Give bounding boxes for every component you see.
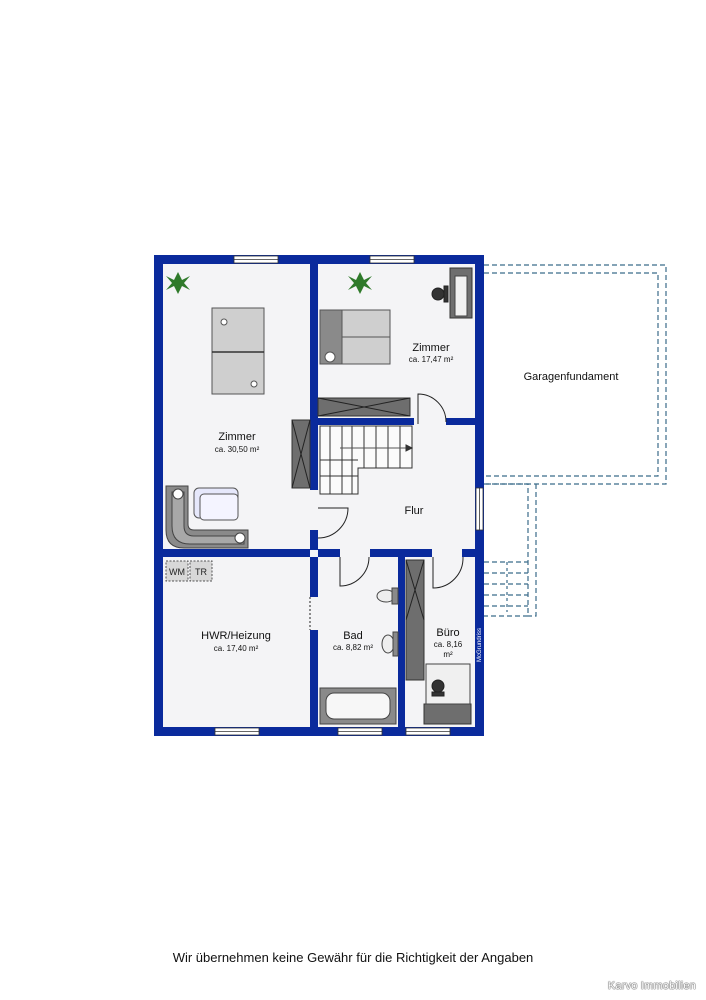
- door-swings: [309, 393, 464, 630]
- plant-icon: [166, 272, 372, 294]
- room-label-garage: Garagenfundament: [524, 371, 619, 383]
- room-label-buero: Büro: [436, 627, 459, 639]
- side-brand-label: McGrundriss: [477, 628, 483, 662]
- room-label-flur: Flur: [405, 505, 424, 517]
- windows: [214, 255, 484, 736]
- outdoor-steps: [484, 483, 537, 617]
- room-area-bad: ca. 8,82 m²: [333, 643, 373, 652]
- room-area-buero-line2: m²: [443, 650, 453, 659]
- washer-label: WM: [169, 567, 185, 577]
- room-area-hwr: ca. 17,40 m²: [214, 644, 259, 653]
- staircase: [319, 425, 414, 495]
- room-area-zimmer-large: ca. 30,50 m²: [215, 445, 260, 454]
- interior-walls: [163, 264, 475, 727]
- room-label-zimmer-small: Zimmer: [412, 342, 450, 354]
- room-area-buero-line1: ca. 8,16: [434, 640, 463, 649]
- bathtub: [319, 687, 397, 725]
- coffee-table: [193, 487, 239, 521]
- toilet: [376, 587, 399, 605]
- chairs: [431, 285, 449, 697]
- dryer-label: TR: [195, 567, 207, 577]
- sink: [381, 631, 399, 657]
- brand-watermark: Karvo Immobilien: [607, 980, 696, 992]
- corner-sofa: [165, 485, 249, 549]
- room-area-zimmer-small: ca. 17,47 m²: [409, 355, 454, 364]
- ping-pong-table: [211, 307, 265, 395]
- room-label-bad: Bad: [343, 630, 363, 642]
- room-label-hwr: HWR/Heizung: [201, 630, 271, 642]
- disclaimer-text: Wir übernehmen keine Gewähr für die Rich…: [172, 950, 534, 965]
- garage-foundation: [484, 264, 667, 485]
- bed-small-room: [319, 309, 391, 365]
- washer-dryer: [165, 560, 213, 582]
- room-label-zimmer-large: Zimmer: [218, 431, 256, 443]
